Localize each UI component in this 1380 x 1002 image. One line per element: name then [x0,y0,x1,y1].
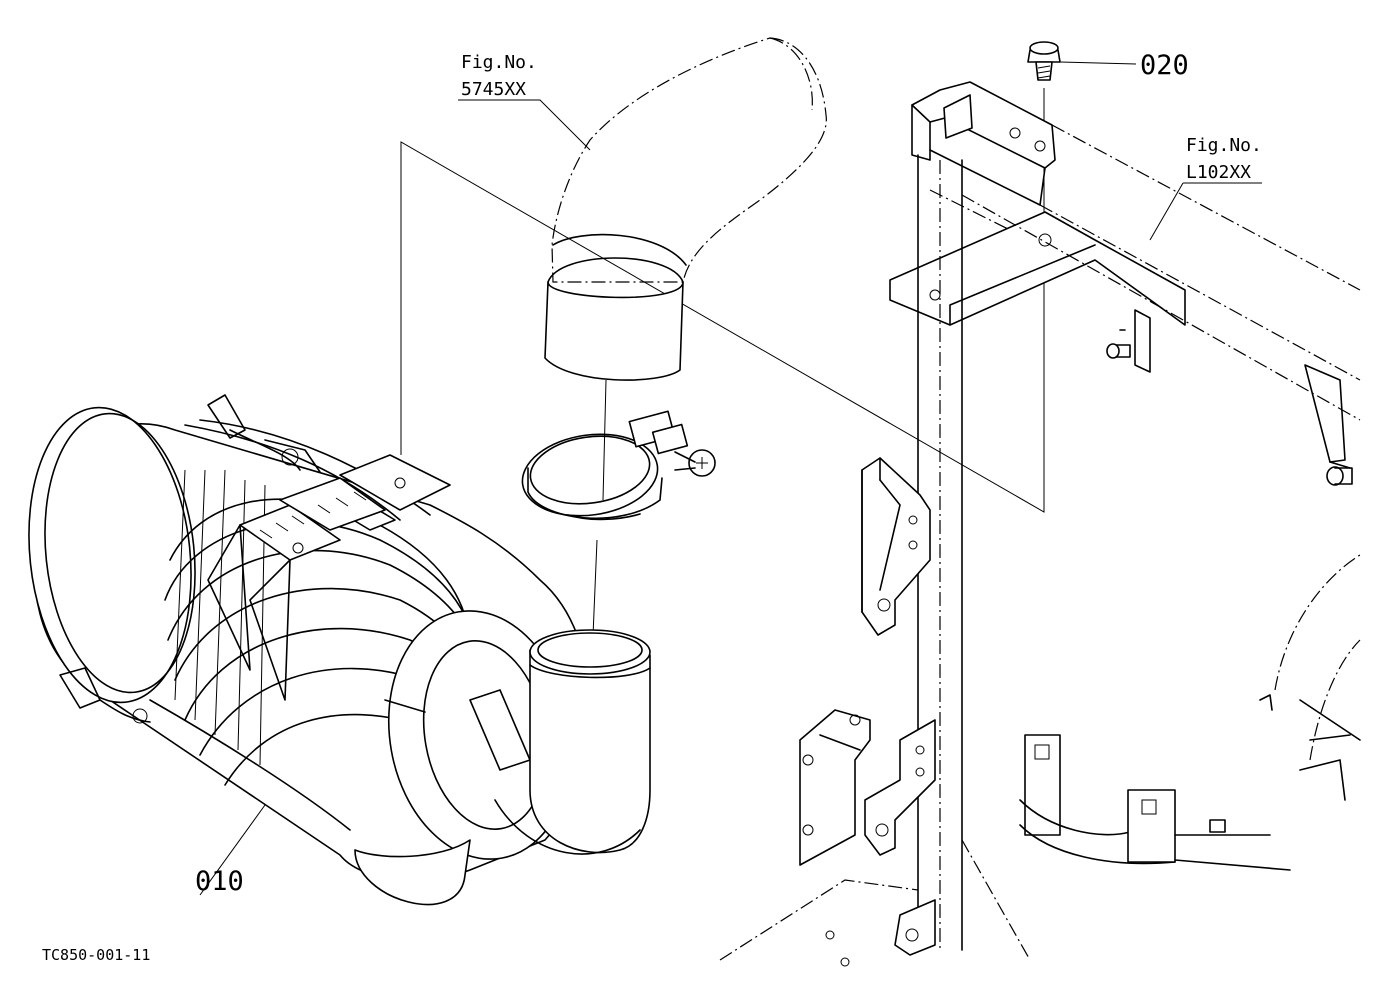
part-number-020: 020 [1140,50,1189,81]
part-number-010: 010 [195,866,244,897]
hose-clamp [521,410,716,521]
air-cleaner-assembly [28,394,651,906]
bolt-020 [1027,41,1137,81]
leader-lines [199,99,1262,896]
intake-hose [544,37,827,381]
ref-hose-label-line1: Fig.No. [461,52,537,73]
ref-frame-label-line1: Fig.No. [1186,135,1262,156]
drawing-code: TC850-001-11 [42,946,150,964]
ref-hose-label-line2: 5745XX [461,79,526,100]
frame-assembly [719,81,1361,967]
ref-frame-label-line2: L102XX [1186,162,1251,183]
